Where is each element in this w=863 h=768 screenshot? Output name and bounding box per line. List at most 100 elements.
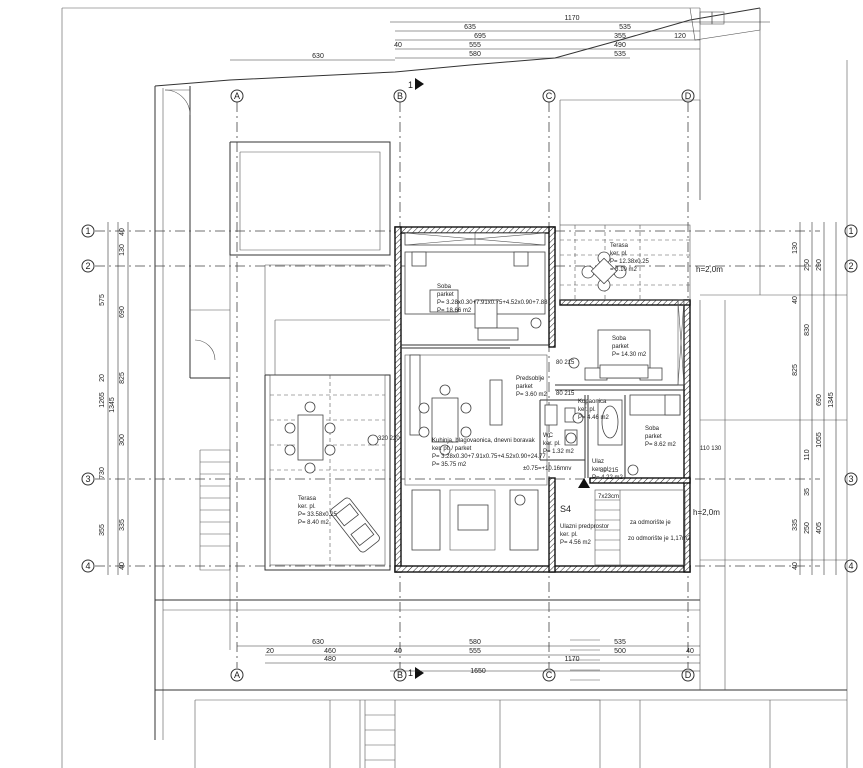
grid-axes: A B C D A B C D 1 2 3 4 1 2 3 4 <box>81 89 858 682</box>
svg-text:Soba: Soba <box>612 336 627 342</box>
svg-text:C: C <box>546 670 553 680</box>
svg-text:P= 3.60 m2: P= 3.60 m2 <box>516 392 548 398</box>
axis-bubble-c-top: C <box>542 89 556 103</box>
svg-text:1170: 1170 <box>564 15 579 22</box>
svg-text:4: 4 <box>85 561 90 571</box>
svg-text:120: 120 <box>674 33 686 40</box>
bedroom-2-furniture <box>568 329 663 381</box>
svg-text:ker. pl. / parket: ker. pl. / parket <box>432 446 472 452</box>
svg-text:Kuhinja, blagovaonica, dnevni: Kuhinja, blagovaonica, dnevni boravak <box>432 438 536 444</box>
svg-text:parket: parket <box>516 384 533 390</box>
svg-text:355: 355 <box>614 33 626 40</box>
label-kuhinja: Kuhinja, blagovaonica, dnevni boravak ke… <box>432 438 546 468</box>
windows <box>404 232 546 246</box>
stair-note-1: za odmorište je <box>630 520 671 526</box>
label-ulaz: Ulaz ker. pl. P= 4.22 m2 <box>592 459 624 481</box>
height-note-bottom: h=2,0m <box>693 508 720 517</box>
svg-text:P= 4.46 m2: P= 4.46 m2 <box>578 415 610 421</box>
svg-text:250: 250 <box>804 259 811 271</box>
bedroom-3-furniture <box>627 394 681 476</box>
site-context <box>154 7 847 768</box>
svg-text:= 3.10 m2: = 3.10 m2 <box>610 267 638 273</box>
svg-text:ker. pl.: ker. pl. <box>592 467 610 473</box>
section-marker-top: 1 <box>408 78 424 90</box>
svg-text:40: 40 <box>394 42 402 49</box>
axis-bubble-2-left: 2 <box>81 259 95 273</box>
svg-text:P= 12.38x0.25: P= 12.38x0.25 <box>610 259 650 265</box>
svg-text:630: 630 <box>312 639 324 646</box>
axis-bubble-d-top: D <box>681 89 695 103</box>
axis-bubble-1-right: 1 <box>844 224 858 238</box>
axis-bubble-b-top: B <box>393 89 407 103</box>
door-tag-2: 80 215 <box>556 391 575 397</box>
svg-text:250: 250 <box>804 522 811 534</box>
svg-text:130: 130 <box>792 242 799 254</box>
svg-text:110: 110 <box>804 449 811 460</box>
section-marker-bottom: 1 <box>408 667 424 679</box>
svg-text:575: 575 <box>99 294 106 306</box>
svg-text:500: 500 <box>614 648 626 655</box>
svg-text:D: D <box>685 91 692 101</box>
svg-text:3: 3 <box>848 474 853 484</box>
axis-bubble-3-right: 3 <box>844 472 858 486</box>
svg-text:35: 35 <box>804 488 811 496</box>
building-walls <box>394 226 691 573</box>
svg-text:490: 490 <box>614 42 626 49</box>
axis-bubble-1-left: 1 <box>81 224 95 238</box>
svg-text:P= 8.62 m2: P= 8.62 m2 <box>645 442 677 448</box>
door-tag-5: 320 220 <box>378 436 400 442</box>
axis-bubble-2-right: 2 <box>844 259 858 273</box>
svg-text:825: 825 <box>119 372 126 384</box>
svg-text:S4: S4 <box>560 504 571 514</box>
svg-text:P= 8.40 m2: P= 8.40 m2 <box>298 520 330 526</box>
svg-text:535: 535 <box>614 51 626 58</box>
svg-text:1: 1 <box>408 80 413 90</box>
svg-text:535: 535 <box>614 639 626 646</box>
bedroom-1-furniture <box>404 251 546 341</box>
svg-text:7x23cm: 7x23cm <box>598 494 619 500</box>
svg-text:480: 480 <box>324 656 336 663</box>
svg-text:Terasa: Terasa <box>298 496 317 502</box>
svg-text:4: 4 <box>848 561 853 571</box>
label-kupaonica: Kupaonica ker. pl. P= 4.46 m2 <box>578 399 610 421</box>
svg-text:1: 1 <box>85 226 90 236</box>
svg-text:355: 355 <box>99 524 106 536</box>
label-soba-1: Soba parket P= 3.28x0.30+7.91x0.75+4.52x… <box>437 284 548 314</box>
svg-text:P= 3.28x0.30+7.91x0.75+4.52x0.: P= 3.28x0.30+7.91x0.75+4.52x0.90+7.88 <box>437 300 548 306</box>
svg-text:WC: WC <box>543 433 554 439</box>
svg-text:P= 3.28x0.30+7.91x0.75+4.52x0.: P= 3.28x0.30+7.91x0.75+4.52x0.90+24.77 <box>432 454 546 460</box>
svg-text:ker. pl.: ker. pl. <box>610 251 628 257</box>
svg-text:290: 290 <box>816 259 823 271</box>
stair-note-2: zo odmorište je 1,17m2 <box>628 536 691 542</box>
svg-text:20: 20 <box>99 374 106 382</box>
svg-text:2: 2 <box>85 261 90 271</box>
drawing-frame <box>61 7 848 768</box>
right-dimension-chain: 130 250 290 40 830 825 690 1345 110 1055… <box>792 222 837 575</box>
door-tag-3: 80 215 <box>600 468 619 474</box>
svg-text:P= 14.30 m2: P= 14.30 m2 <box>612 352 647 358</box>
svg-text:1: 1 <box>848 226 853 236</box>
svg-text:300: 300 <box>119 434 126 446</box>
svg-text:Soba: Soba <box>437 284 452 290</box>
svg-text:ker. pl.: ker. pl. <box>298 504 316 510</box>
living-room-furniture <box>404 354 548 551</box>
level-note: ±0.75=+10.16mnv <box>523 466 571 472</box>
svg-text:parket: parket <box>612 344 629 350</box>
svg-text:40: 40 <box>792 296 799 304</box>
svg-text:Predsoblje: Predsoblje <box>516 376 545 382</box>
svg-text:A: A <box>234 91 240 101</box>
svg-text:A: A <box>234 670 240 680</box>
left-dimension-chain: 40 130 575 690 20 1265 825 1345 300 730 … <box>99 222 129 575</box>
svg-text:1170: 1170 <box>564 656 579 663</box>
svg-text:405: 405 <box>816 522 823 534</box>
svg-text:635: 635 <box>464 24 476 31</box>
svg-text:D: D <box>685 670 692 680</box>
svg-text:Ulaz: Ulaz <box>592 459 604 465</box>
svg-text:580: 580 <box>469 639 481 646</box>
svg-text:695: 695 <box>474 33 486 40</box>
svg-text:630: 630 <box>312 53 324 60</box>
svg-text:690: 690 <box>816 394 823 406</box>
axis-bubble-4-left: 4 <box>81 559 95 573</box>
axis-bubble-3-left: 3 <box>81 472 95 486</box>
